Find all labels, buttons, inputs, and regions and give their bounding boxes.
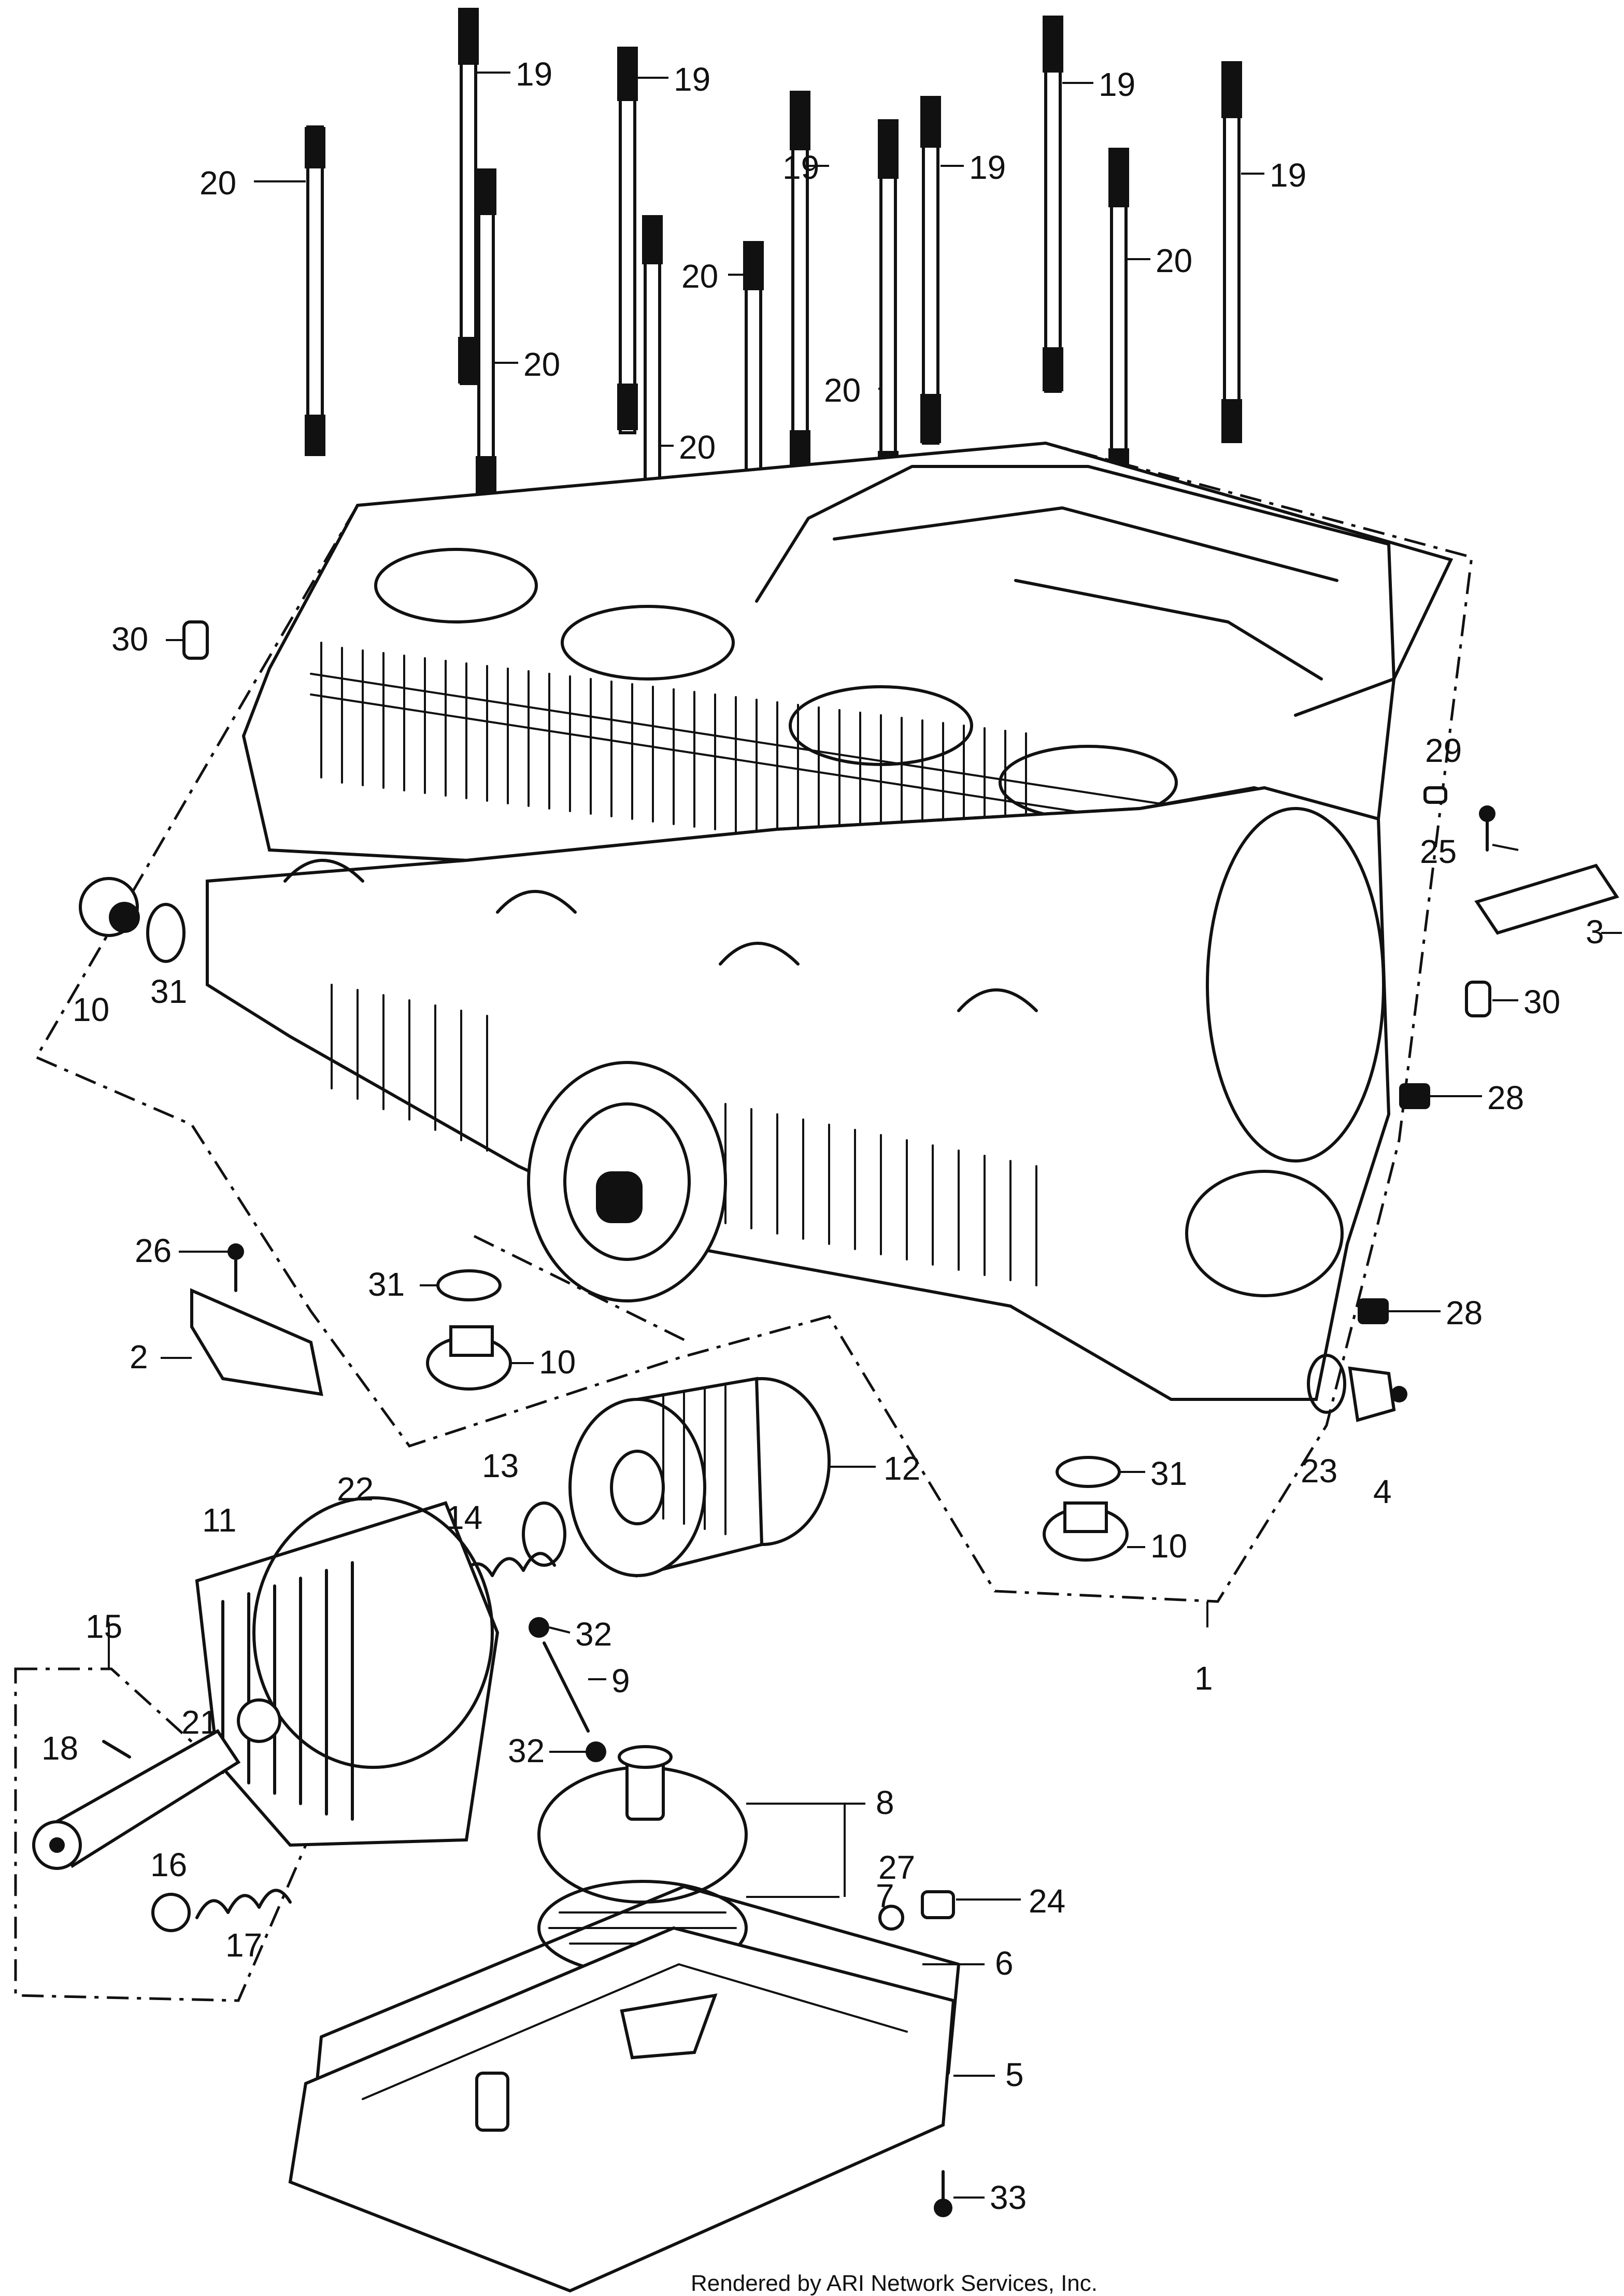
callout-10-mid: 10 [539,1343,576,1381]
plug-10-mid [426,1325,512,1391]
oring-13 [522,1501,566,1567]
hose-9 [543,1641,590,1733]
callout-19a: 19 [516,55,552,93]
callout-19e: 19 [1099,66,1135,103]
callout-19c: 19 [782,149,819,186]
stud-bolt-11 [1108,148,1129,498]
callout-28b: 28 [1446,1294,1483,1331]
callout-2: 2 [130,1338,148,1376]
callout-1: 1 [1194,1660,1213,1697]
callout-18: 18 [41,1730,78,1767]
clip-32-lower [586,1741,606,1762]
spring-17 [195,1889,292,1919]
pin-29 [1423,786,1447,804]
callout-19f: 19 [1270,157,1306,194]
stud-bolt-4 [617,47,638,434]
callout-5: 5 [1005,2056,1024,2093]
callout-6: 6 [995,1945,1014,1982]
callout-13: 13 [482,1447,519,1484]
bracket-2 [190,1288,323,1396]
callout-29: 29 [1425,732,1462,769]
stud-bolt-9 [920,96,941,445]
plug-24 [921,1890,955,1919]
callout-23: 23 [1301,1452,1337,1490]
callout-20d: 20 [681,258,718,295]
clip-32-upper [529,1617,549,1638]
callout-28a: 28 [1487,1079,1524,1116]
pin-18 [102,1740,131,1759]
assembly-boundary [14,442,1473,2002]
callout-20c: 20 [679,429,716,466]
callout-24: 24 [1029,1882,1065,1920]
callout-17: 17 [225,1926,262,1964]
oring-31-right [1056,1456,1121,1488]
switch-4 [1348,1366,1407,1422]
filter-case-11 [195,1496,500,1847]
plug-10-right [1043,1501,1129,1562]
callout-20b: 20 [523,346,560,383]
upper-fins [310,642,1193,869]
callout-4: 4 [1373,1473,1392,1510]
stud-bolts [305,8,1242,577]
washer-27 [878,1905,904,1931]
plate-3 [1474,863,1619,935]
valve-16 [151,1893,191,1932]
center-bolt-15 [32,1729,241,1870]
dowel-28-lower [1358,1298,1389,1324]
callout-10-right: 10 [1150,1527,1187,1565]
callout-30b: 30 [1523,983,1560,1021]
callout-25: 25 [1420,833,1457,870]
stud-bolt-10 [1043,16,1063,393]
bolt-26 [227,1243,244,1292]
callout-12: 12 [884,1450,920,1487]
callout-31b: 31 [368,1266,405,1303]
callout-20f: 20 [1156,242,1192,279]
callout-15: 15 [86,1608,122,1645]
oring-23 [1307,1354,1346,1414]
lower-fins [331,984,1037,1286]
dowel-pin-30-right [1465,981,1491,1017]
callout-16: 16 [150,1846,187,1883]
oring-31-left [146,903,186,963]
callout-10-left: 10 [73,991,109,1028]
callout-33: 33 [990,2179,1027,2216]
callout-19b: 19 [674,61,710,98]
callout-27: 27 [878,1849,915,1886]
callout-32a: 32 [575,1615,612,1653]
callout-8: 8 [876,1784,894,1821]
callout-14: 14 [446,1499,482,1536]
crankcase-assembly [206,441,1454,1401]
screw-25 [1479,805,1495,852]
oring-31-mid [436,1269,502,1301]
dowel-pin-30-left [182,620,209,660]
callout-32b: 32 [508,1732,545,1769]
leader-lines [108,72,1622,2199]
stud-bolt-1 [305,125,325,456]
stud-bolt-8 [878,119,899,504]
callout-3: 3 [1586,913,1604,951]
callout-labels: 1 2 3 4 5 6 7 8 9 10 10 10 11 12 13 14 1… [41,55,1604,2216]
callout-30a: 30 [111,620,148,658]
callout-11: 11 [202,1501,236,1539]
callout-20e: 20 [824,372,861,409]
dowel-28-upper [1399,1083,1430,1109]
callout-31c: 31 [1150,1455,1187,1492]
attribution-footer: Rendered by ARI Network Services, Inc. [691,2271,1098,2296]
callout-21: 21 [181,1704,218,1741]
callout-31a: 31 [150,973,187,1010]
callout-7: 7 [876,1877,894,1915]
plug-10-left [79,877,140,937]
oil-filter-12 [568,1377,831,1578]
oil-pan-5 [288,1926,956,2293]
callout-19d: 19 [969,149,1006,186]
bolt-33 [934,2170,952,2217]
stud-bolt-12 [1221,61,1242,443]
oil-strainer-8 [537,1745,748,1904]
callout-22: 22 [337,1470,374,1508]
callout-26: 26 [135,1232,172,1269]
stud-bolt-3 [476,168,496,504]
callout-20a: 20 [200,164,236,202]
callout-9: 9 [611,1662,630,1699]
